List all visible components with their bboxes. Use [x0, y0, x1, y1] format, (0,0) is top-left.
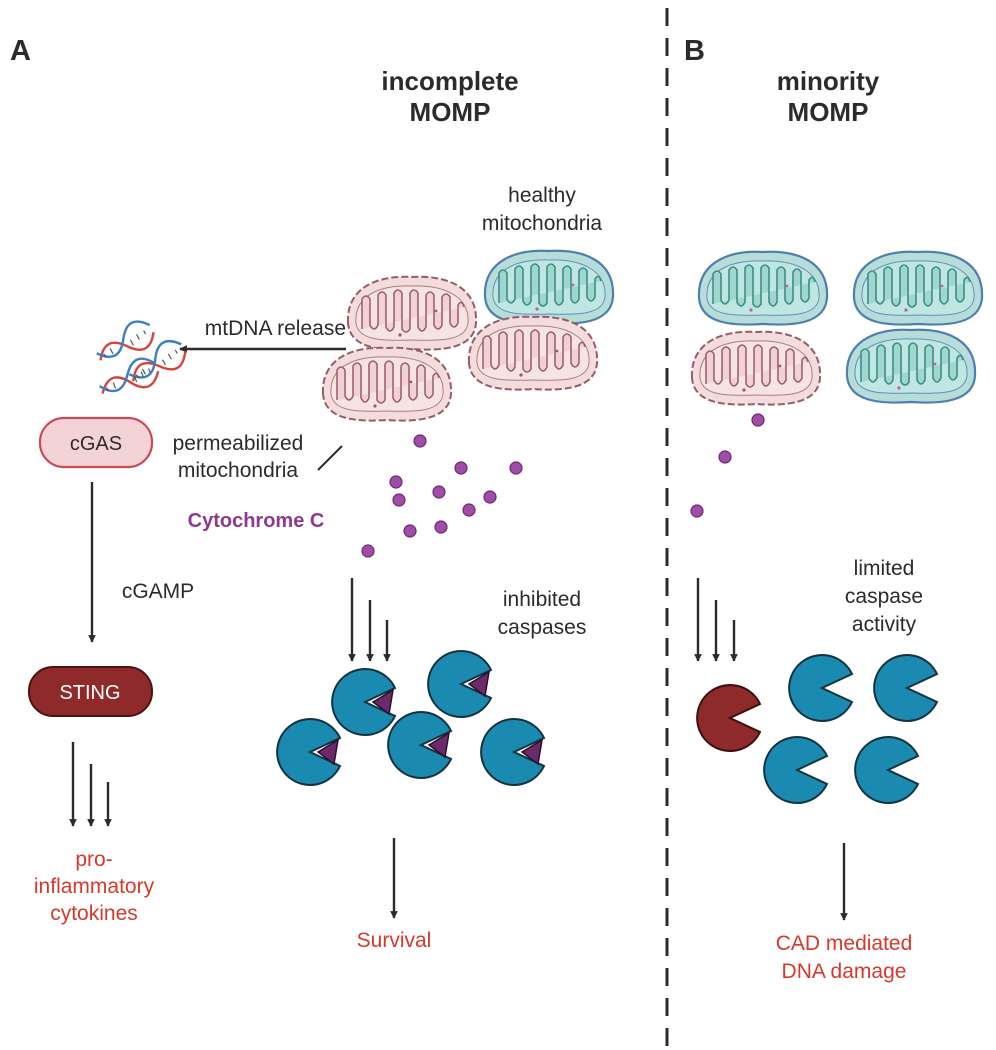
cgas-label: cGAS	[70, 433, 122, 455]
cad-label-line2: DNA damage	[782, 960, 907, 983]
permeabilized-label-line1: permeabilized	[173, 432, 304, 455]
inactive-caspase	[873, 654, 938, 722]
panel-b-title-line1: minority	[777, 66, 880, 96]
permeabilized-mitochondrion	[690, 330, 822, 406]
permeabilized-label-line2: mitochondria	[178, 459, 299, 482]
sting-label: STING	[59, 682, 120, 704]
cytochrome-c-dots	[361, 434, 523, 558]
permeabilized-mitochondrion	[467, 315, 599, 391]
permeabilized-pointer-line	[317, 445, 343, 471]
inactive-caspase	[854, 736, 919, 804]
cytochrome-c-dots	[690, 413, 765, 518]
sting-signal-arrows	[69, 742, 112, 827]
limited-label-line2: caspase	[845, 585, 923, 608]
permeabilized-mitochondrion	[321, 346, 453, 422]
cad-label-line1: CAD mediated	[776, 932, 913, 955]
inactive-caspase	[763, 736, 828, 804]
cytokines-label-line2: inflammatory	[34, 875, 155, 898]
panel-a-letter: A	[10, 35, 31, 67]
healthy-label-line1: healthy	[508, 184, 576, 207]
caspase-activation-arrows	[348, 578, 391, 662]
limited-label-line3: activity	[852, 613, 917, 636]
panel-a-title-line2: MOMP	[410, 97, 491, 127]
cgamp-label: cGAMP	[122, 580, 194, 603]
cytokines-label-line1: pro-	[75, 848, 112, 871]
limited-label-line1: limited	[854, 557, 915, 580]
healthy-mitochondrion	[697, 250, 829, 326]
healthy-mitochondrion	[483, 249, 615, 325]
inhibited-label-line1: inhibited	[503, 588, 581, 611]
inhibited-caspase	[331, 668, 396, 736]
inactive-caspase	[788, 654, 853, 722]
mtdna-release-label: mtDNA release	[205, 317, 346, 340]
panel-b-title-line2: MOMP	[788, 97, 869, 127]
cytochrome-c-label: Cytochrome C	[188, 510, 325, 532]
caspase-activation-arrows	[694, 578, 738, 662]
inhibited-caspase	[387, 711, 452, 779]
inhibited-caspase	[427, 650, 492, 718]
inhibited-caspase	[276, 718, 341, 786]
healthy-mitochondrion	[852, 250, 984, 326]
cytokines-label-line3: cytokines	[50, 902, 138, 925]
permeabilized-mitochondrion	[346, 275, 478, 351]
panel-b-letter: B	[684, 35, 705, 67]
survival-label: Survival	[357, 929, 432, 952]
healthy-label-line2: mitochondria	[482, 212, 603, 235]
panel-a-title-line1: incomplete	[381, 66, 518, 96]
active-caspase	[696, 684, 761, 752]
sting-node	[28, 666, 153, 717]
mtdna-strand-icon	[94, 352, 164, 405]
inhibited-caspase	[480, 718, 545, 786]
mtdna-strand-icon	[90, 314, 160, 371]
healthy-mitochondrion	[845, 328, 977, 404]
cgas-node	[38, 416, 154, 469]
inhibited-label-line2: caspases	[498, 616, 587, 639]
